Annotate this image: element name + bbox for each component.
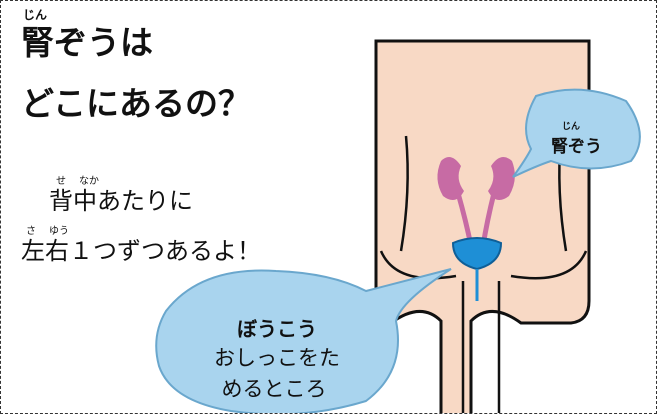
body-text-line2: 左右１つずつあるよ！ <box>21 237 261 265</box>
bladder-label-desc-line1: おしっこをた <box>214 346 340 370</box>
buttock-right <box>510 250 588 280</box>
kidney-label-ruby: じん <box>562 122 581 132</box>
body-text-line1: 背中あたりに <box>49 187 193 215</box>
bladder-bubble <box>155 268 452 413</box>
kidney-right <box>488 157 515 200</box>
body-line2-ruby-a: さ <box>26 226 36 237</box>
page-title-line1: 腎ぞうは <box>21 23 153 62</box>
body-line2-ruby-b: ゆう <box>49 226 69 237</box>
kidney-bubble <box>512 88 641 178</box>
bladder-shape <box>451 237 503 271</box>
buttock-left <box>379 250 457 280</box>
kidney-left <box>437 157 464 200</box>
title-ruby: じん <box>23 8 48 22</box>
bladder-label-title: ぼうこう <box>237 317 317 341</box>
back-line-left <box>399 135 409 252</box>
bladder-label-desc-line2: めるところ <box>221 377 327 401</box>
kidney-label: 腎ぞう <box>551 137 602 157</box>
page-title-line2: どこにあるの？ <box>21 84 252 123</box>
body-line1-ruby-a: せ <box>56 176 66 187</box>
body-line1-ruby-b: なか <box>79 176 99 187</box>
